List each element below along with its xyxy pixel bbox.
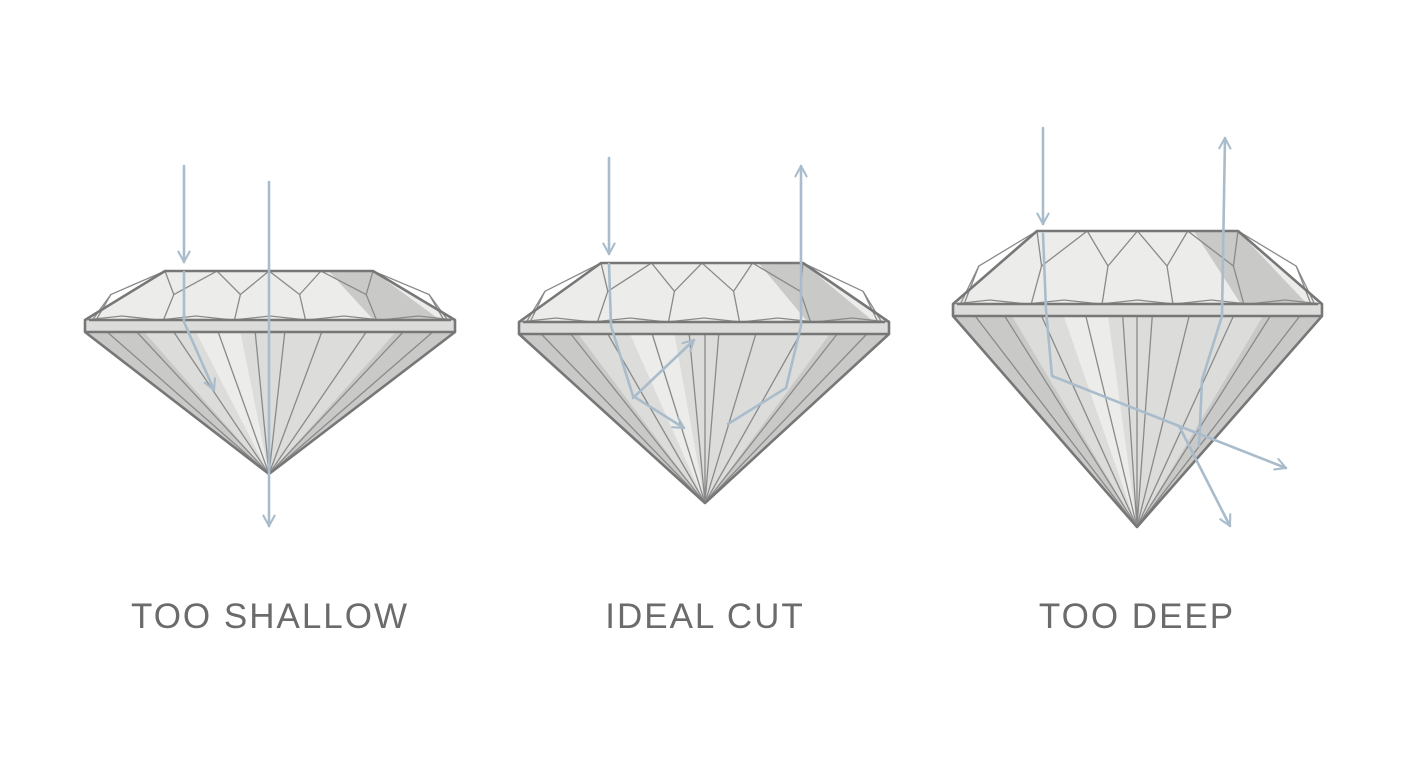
shallow-diamond-crown-facet-line — [233, 294, 242, 321]
shallow-diamond-crown-facet-line — [428, 294, 449, 321]
deep-diamond-pavilion-facet-line — [1136, 315, 1190, 528]
ideal-diamond-crown-facet-line — [667, 291, 676, 323]
ideal-reflected-ray-arrow-2 — [631, 338, 696, 400]
shallow-diamond-crown-facet-line — [298, 294, 307, 321]
ideal-diamond-crown-facet-line — [862, 290, 883, 323]
deep-diamond-pavilion-facet-line — [1136, 315, 1153, 528]
shallow-refracted-ray-arrow — [182, 270, 216, 392]
ideal-diamond-pavilion — [519, 334, 889, 503]
deep-diamond-pavilion-facet-line — [1040, 315, 1138, 528]
shallow-diamond-pavilion-facet-line — [268, 331, 434, 475]
deep-diamond-girdle — [953, 304, 1322, 316]
ideal-diamond-pavilion-facet-line — [704, 333, 838, 504]
ideal-exit-ray-arrow — [726, 164, 808, 426]
ideal-reflected-ray-arrow-1 — [607, 262, 686, 430]
shallow-diamond-crown-shade — [328, 271, 441, 320]
shallow-diamond-pavilion-facet-line — [173, 331, 270, 475]
ideal-diamond-pavilion-facet-line — [704, 333, 757, 504]
deep-diamond-pavilion-facet-line — [1085, 315, 1138, 528]
shallow-diamond-pavilion-highlight — [196, 332, 269, 474]
deep-diamond-upper-girdle-line — [952, 299, 1323, 305]
shallow-diamond-pavilion-facet-line — [268, 331, 367, 475]
ideal-diamond-crown-shade — [758, 263, 875, 322]
deep-diamond-pavilion-facet-line — [1004, 315, 1138, 528]
deep-diamond-pavilion-facet-line — [1136, 315, 1271, 528]
ideal-diamond-pavilion-facet-line — [607, 333, 706, 504]
deep-leak-ray-arrow-down — [1177, 424, 1232, 528]
ideal-diamond-pavilion-facet-line — [688, 333, 706, 504]
ideal-diamond-girdle — [519, 322, 889, 334]
shallow-diamond-pavilion-facet-line — [268, 331, 404, 475]
ideal-diamond-crown-facet-line — [732, 291, 741, 323]
deep-diamond-pavilion-facet-line — [1136, 315, 1301, 528]
caption-ideal-cut: IDEAL CUT — [605, 597, 805, 636]
deep-diamond-crown-facet-line — [959, 265, 980, 305]
ideal-diamond-crown-facet-line — [525, 290, 546, 323]
ideal-diamond-pavilion-facet-line — [704, 333, 801, 504]
ideal-diamond-crown-facet-line — [596, 291, 609, 323]
caption-too-shallow: TOO SHALLOW — [130, 597, 410, 636]
shallow-diamond-crown-facet-line — [91, 294, 112, 321]
deep-diamond-crown-facet-line — [1101, 265, 1109, 305]
shallow-diamond-pavilion-facet-line — [268, 331, 286, 475]
shallow-diamond-crown-facet-line — [162, 294, 175, 321]
deep-diamond-pavilion-facet-line — [1136, 315, 1235, 528]
shallow-diamond-pavilion-facet-line — [217, 331, 270, 475]
deep-exit-ray-arrow-up — [1197, 136, 1232, 448]
deep-diamond-crown-facet-line — [1030, 265, 1043, 305]
deep-diamond-pavilion-facet-line — [974, 315, 1138, 528]
deep-diamond-outline — [951, 229, 1324, 529]
deep-diamond-crown-facet-line — [1166, 265, 1174, 305]
ideal-diamond-outline — [517, 261, 891, 505]
caption-too-deep: TOO DEEP — [1038, 597, 1236, 636]
shallow-diamond-pavilion-facet-line — [136, 331, 270, 475]
ideal-diamond-pavilion-facet-line — [540, 333, 706, 504]
deep-diamond-crown-facet-line — [1232, 265, 1245, 305]
deep-diamond-pavilion-highlight — [1063, 316, 1137, 527]
ideal-diamond-upper-girdle-line — [518, 317, 890, 323]
ideal-diamond-pavilion-facet-line — [704, 333, 720, 504]
deep-leak-ray-arrow-right — [1041, 232, 1288, 471]
ideal-diamond-pavilion-facet-line — [704, 333, 868, 504]
shallow-diamond-outline — [83, 269, 457, 476]
deep-diamond-pavilion-facet-line — [1122, 315, 1138, 528]
shallow-diamond-crown-facet-line — [365, 294, 378, 321]
shallow-diamond-pavilion-facet-line — [106, 331, 270, 475]
ideal-diamond-pavilion-facet-line — [570, 333, 706, 504]
deep-diamond-crown-facet-line — [1295, 265, 1316, 305]
shallow-diamond-pavilion-facet-line — [268, 331, 323, 475]
shallow-diamond-pavilion-facet-line — [254, 331, 270, 475]
